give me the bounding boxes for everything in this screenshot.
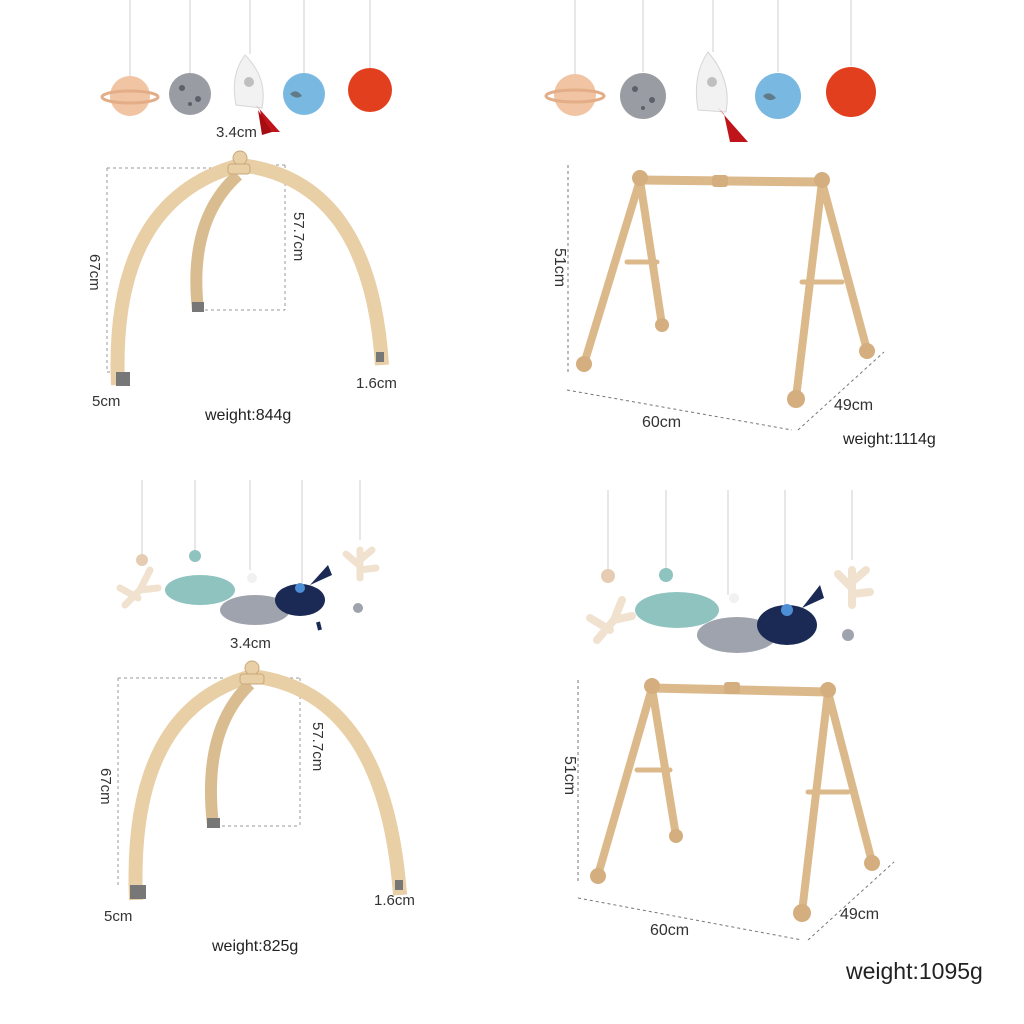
arch-space-panel: 3.4cm 57.7cm 67cm 5cm 1.6cm weight:844g xyxy=(0,0,512,480)
rocket-toy-icon xyxy=(695,51,748,142)
mint-whale-icon xyxy=(165,575,235,605)
moon-toy-icon xyxy=(169,73,211,115)
earth-toy-icon xyxy=(283,73,325,115)
depth-label: 49cm xyxy=(840,906,880,923)
weight-label: weight:1114g xyxy=(843,431,936,448)
weight-label: weight:825g xyxy=(212,938,299,955)
leg-width-label: 5cm xyxy=(104,908,133,925)
tip-width-label: 1.6cm xyxy=(374,892,415,909)
height-label: 51cm xyxy=(551,248,568,288)
weight-label: weight:844g xyxy=(205,407,292,424)
coral-right-icon xyxy=(834,566,874,609)
tip-width-label: 1.6cm xyxy=(356,375,397,392)
total-height-label: 67cm xyxy=(97,768,114,805)
navy-whale-icon xyxy=(757,605,817,645)
weight-label: weight:1095g xyxy=(846,958,983,984)
sun-toy-icon xyxy=(348,68,392,112)
earth-toy-icon xyxy=(755,73,801,119)
top-width-label: 3.4cm xyxy=(216,124,257,141)
arch-ocean-illustration xyxy=(116,480,407,901)
inner-height-label: 57.7cm xyxy=(290,212,307,262)
width-label: 60cm xyxy=(642,414,682,431)
wooden-frame-icon xyxy=(580,175,871,402)
tan-ball-icon xyxy=(136,554,148,566)
grey-ball-icon xyxy=(842,629,854,641)
frame-ocean-panel: 51cm 60cm 49cm weight:1095g xyxy=(512,470,1024,984)
wooden-arch-icon xyxy=(110,150,389,386)
grey-whale-icon xyxy=(697,617,777,653)
leg-width-label: 5cm xyxy=(92,393,121,410)
depth-label: 49cm xyxy=(834,397,874,414)
grey-ball-icon xyxy=(353,603,363,613)
inner-height-label: 57.7cm xyxy=(309,722,326,772)
top-width-label: 3.4cm xyxy=(230,635,271,652)
height-label: 51cm xyxy=(561,756,578,796)
arch-space-illustration xyxy=(100,0,392,386)
grey-whale-icon xyxy=(220,595,290,625)
mint-ball-icon xyxy=(659,568,673,582)
rocket-toy-icon xyxy=(233,54,280,135)
total-height-label: 67cm xyxy=(86,254,103,291)
coral-left-icon xyxy=(116,566,162,609)
wooden-frame-icon xyxy=(594,683,876,916)
frame-space-panel: 51cm 60cm 49cm weight:1114g xyxy=(512,0,1024,480)
tan-ball-icon xyxy=(601,569,615,583)
navy-whale-icon xyxy=(275,584,325,616)
moon-toy-icon xyxy=(620,73,666,119)
coral-left-icon xyxy=(586,596,636,644)
coral-right-icon xyxy=(342,546,380,582)
mint-ball-icon xyxy=(189,550,201,562)
width-label: 60cm xyxy=(650,922,690,939)
frame-ocean-illustration xyxy=(577,490,895,941)
saturn-toy-icon xyxy=(100,76,160,116)
saturn-toy-icon xyxy=(544,74,606,116)
mint-whale-icon xyxy=(635,592,719,628)
arch-ocean-panel: 3.4cm 57.7cm 67cm 5cm 1.6cm weight:825g xyxy=(0,470,512,955)
frame-space-illustration xyxy=(544,0,885,431)
sun-toy-icon xyxy=(826,67,876,117)
wooden-arch-icon xyxy=(128,660,407,901)
